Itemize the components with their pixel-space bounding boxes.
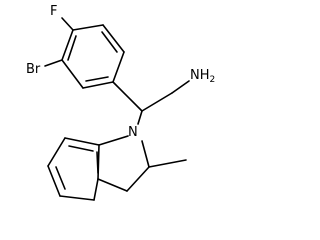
bond-ring-b: [102, 24, 125, 53]
bond-ch-n: [137, 110, 143, 125]
bond-ring-c: [112, 51, 125, 83]
bond-n-c2: [141, 140, 150, 168]
aryl-ring: [61, 24, 125, 89]
double-bond-inner-2: [85, 76, 109, 82]
bond-ch-ch2: [141, 92, 173, 112]
bond-ring-e: [61, 59, 84, 89]
indoline-benzene-ring: [47, 137, 100, 201]
bond-c3-c3a: [97, 178, 128, 192]
bond-c-f: [61, 17, 74, 31]
bond-aryl-ch: [112, 81, 143, 112]
bond-benz-a: [64, 137, 100, 146]
double-bond-inner-5: [55, 166, 66, 190]
bond-benz-e: [93, 178, 99, 201]
molecule-drawing: F Br NH2 N: [26, 4, 215, 201]
amine-subscript-label: 2: [210, 75, 216, 85]
fluorine-label: F: [50, 4, 57, 19]
amine-label: NH2: [190, 68, 215, 85]
double-bond-inner-4: [68, 145, 94, 152]
bond-c2-c3: [126, 166, 150, 192]
bond-benz-d: [59, 195, 95, 201]
nitrogen-label: N: [128, 125, 138, 140]
bond-benz-c: [47, 165, 61, 197]
double-bond-inner-3: [67, 35, 77, 61]
double-bond-inner-6: [96, 151, 99, 174]
amine-nh-label: NH: [190, 68, 210, 83]
bromine-label: Br: [26, 62, 41, 77]
indoline-five-ring: [97, 135, 150, 192]
bond-benz-b: [47, 137, 66, 167]
bond-ring-a: [72, 24, 104, 31]
structure-canvas: F Br NH2 N: [26, 4, 216, 201]
bond-c2-methyl: [148, 159, 187, 168]
bond-n-c7a: [98, 135, 129, 146]
bond-ring-d: [82, 81, 114, 89]
bond-ch2-nh2: [171, 80, 190, 94]
bond-ring-f: [61, 29, 74, 61]
bond-c-br: [44, 59, 63, 67]
double-bond-inner-1: [101, 31, 118, 53]
